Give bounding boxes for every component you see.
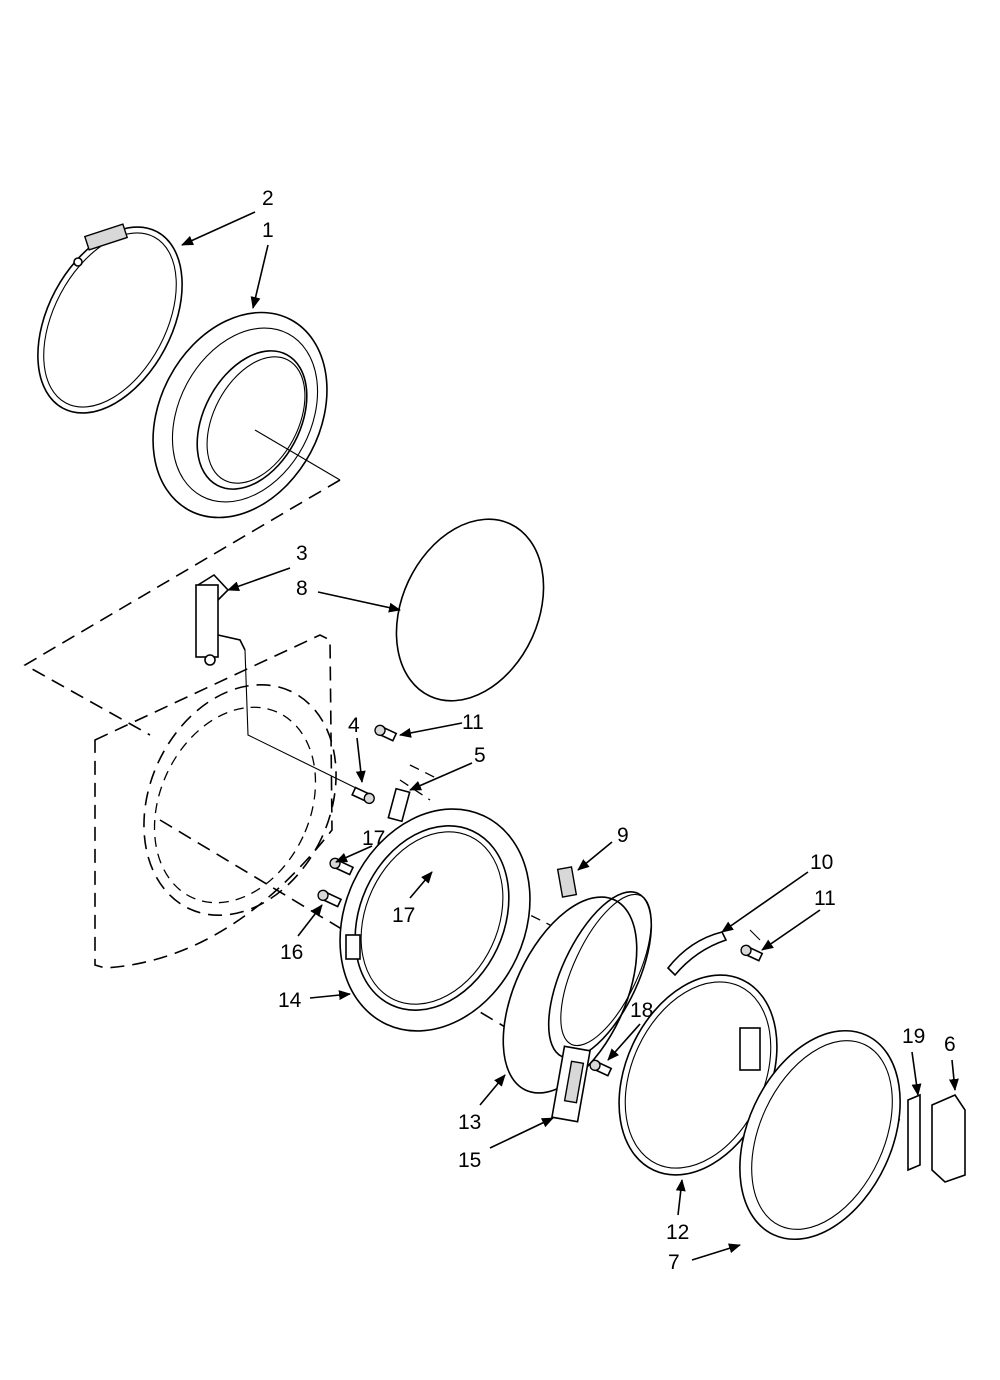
callout-4: 4 <box>348 714 360 737</box>
callout-15: 15 <box>458 1149 482 1172</box>
front-panel-outline <box>94 634 337 969</box>
callout-10: 10 <box>810 851 834 874</box>
callout-17-right: 17 <box>392 904 416 927</box>
part-5-strike <box>387 787 411 823</box>
part-14-inner-door-frame <box>339 808 531 1032</box>
callout-19: 19 <box>902 1025 926 1048</box>
part-19-and-6-handle <box>907 1093 966 1183</box>
leader-arrows <box>181 211 959 1261</box>
callout-7: 7 <box>668 1251 680 1274</box>
callout-11-lower: 11 <box>814 887 836 910</box>
part-8-glass <box>395 518 545 702</box>
callout-17-left: 17 <box>362 827 386 850</box>
callout-11-upper: 11 <box>462 711 484 734</box>
callout-3: 3 <box>296 542 308 565</box>
part-10-spacer <box>666 931 728 977</box>
part-15-hinge <box>551 1045 591 1123</box>
callout-16: 16 <box>280 941 304 964</box>
part-1-door-boot <box>152 311 328 519</box>
callout-2: 2 <box>262 187 274 210</box>
callout-6: 6 <box>944 1033 956 1056</box>
callout-9: 9 <box>617 824 629 847</box>
callout-14: 14 <box>278 989 302 1012</box>
part-3-door-latch <box>195 573 246 666</box>
callout-8: 8 <box>296 577 308 600</box>
part-12-outer-door-glass <box>618 974 778 1176</box>
part-7-outer-door-frame <box>739 1029 901 1241</box>
callout-12: 12 <box>666 1221 690 1244</box>
part-2-clamp-ring <box>37 223 183 414</box>
callout-18: 18 <box>630 999 654 1022</box>
callout-5: 5 <box>474 744 486 767</box>
callout-1: 1 <box>262 219 274 242</box>
part-9-clip <box>556 866 578 898</box>
callout-13: 13 <box>458 1111 482 1134</box>
